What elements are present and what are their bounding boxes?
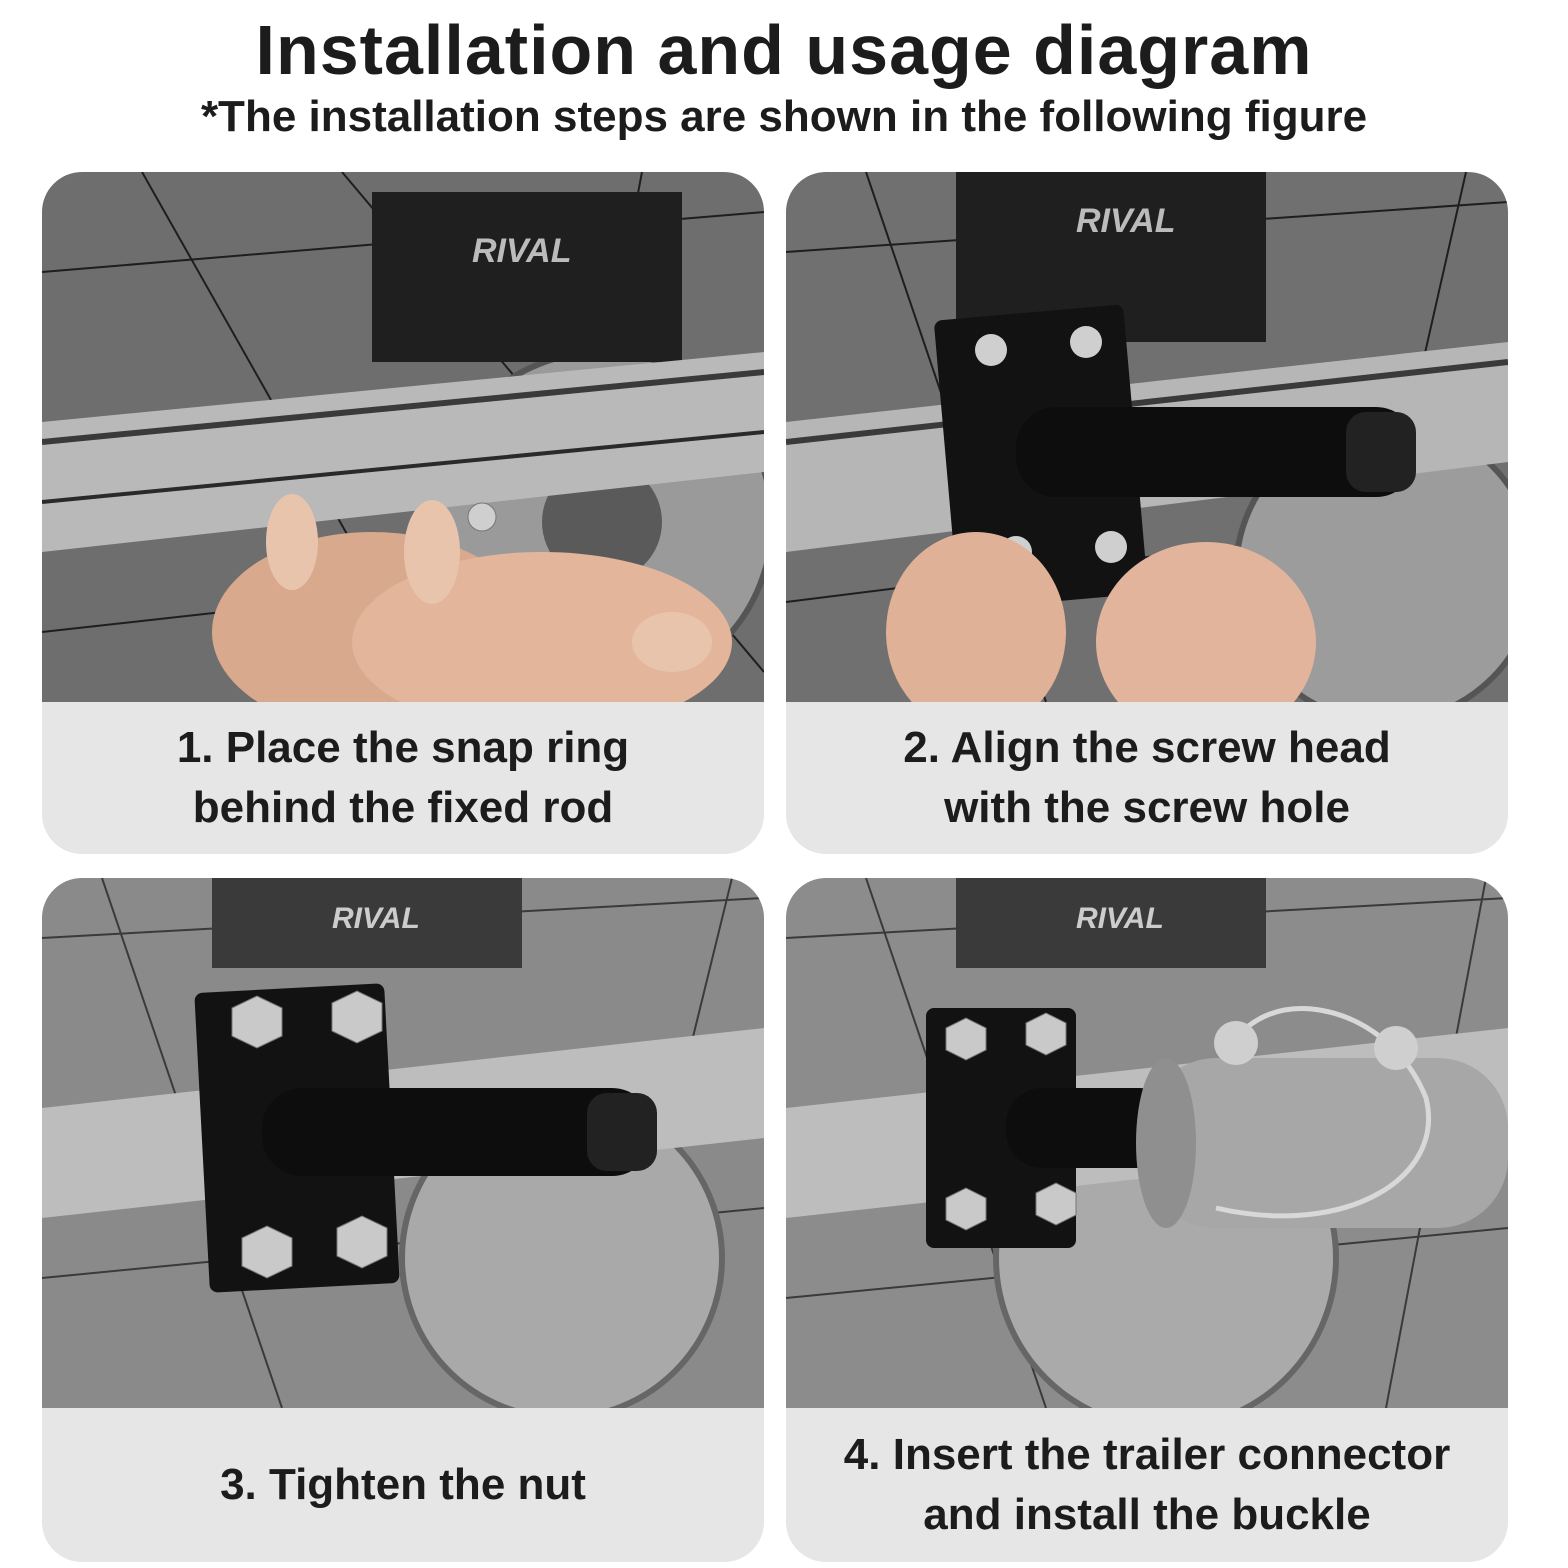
page-subtitle: *The installation steps are shown in the… <box>200 92 1368 141</box>
step-1-photo: RIVAL <box>42 172 764 702</box>
step-2-photo: RIVAL <box>786 172 1508 702</box>
step-1-line-2: behind the fixed rod <box>192 783 614 832</box>
step-1-caption: 1. Place the snap ring behind the fixed … <box>42 702 764 854</box>
step-1-illustration: RIVAL <box>42 172 764 702</box>
step-3-illustration: RIVAL <box>42 878 764 1408</box>
step-3-caption: 3. Tighten the nut <box>42 1408 764 1562</box>
step-1-line-1: 1. Place the snap ring <box>176 723 630 772</box>
step-4-line-1: 4. Insert the trailer connector <box>843 1430 1451 1479</box>
brand-label: RIVAL <box>472 232 571 270</box>
brand-label: RIVAL <box>1076 202 1175 240</box>
step-3-line-1: 3. Tighten the nut <box>220 1460 586 1509</box>
step-3-card: RIVAL 3. Tighten the nut <box>42 878 764 1562</box>
step-1-card: RIVAL 1. Place the snap ring behind the … <box>42 172 764 854</box>
brand-label: RIVAL <box>1076 902 1164 935</box>
step-3-photo: RIVAL <box>42 878 764 1408</box>
step-2-card: RIVAL 2. Align the screw head with the s… <box>786 172 1508 854</box>
step-2-illustration: RIVAL <box>786 172 1508 702</box>
step-4-photo: RIVAL <box>786 878 1508 1408</box>
step-2-line-2: with the screw hole <box>944 783 1350 832</box>
step-4-line-2: and install the buckle <box>923 1490 1371 1539</box>
step-4-illustration: RIVAL <box>786 878 1508 1408</box>
brand-label: RIVAL <box>332 902 420 935</box>
step-4-caption: 4. Insert the trailer connector and inst… <box>786 1408 1508 1562</box>
step-2-caption: 2. Align the screw head with the screw h… <box>786 702 1508 854</box>
page-title: Installation and usage diagram <box>255 11 1313 89</box>
step-4-card: RIVAL 4. Insert the trailer connector an… <box>786 878 1508 1562</box>
step-2-line-1: 2. Align the screw head <box>903 723 1391 772</box>
